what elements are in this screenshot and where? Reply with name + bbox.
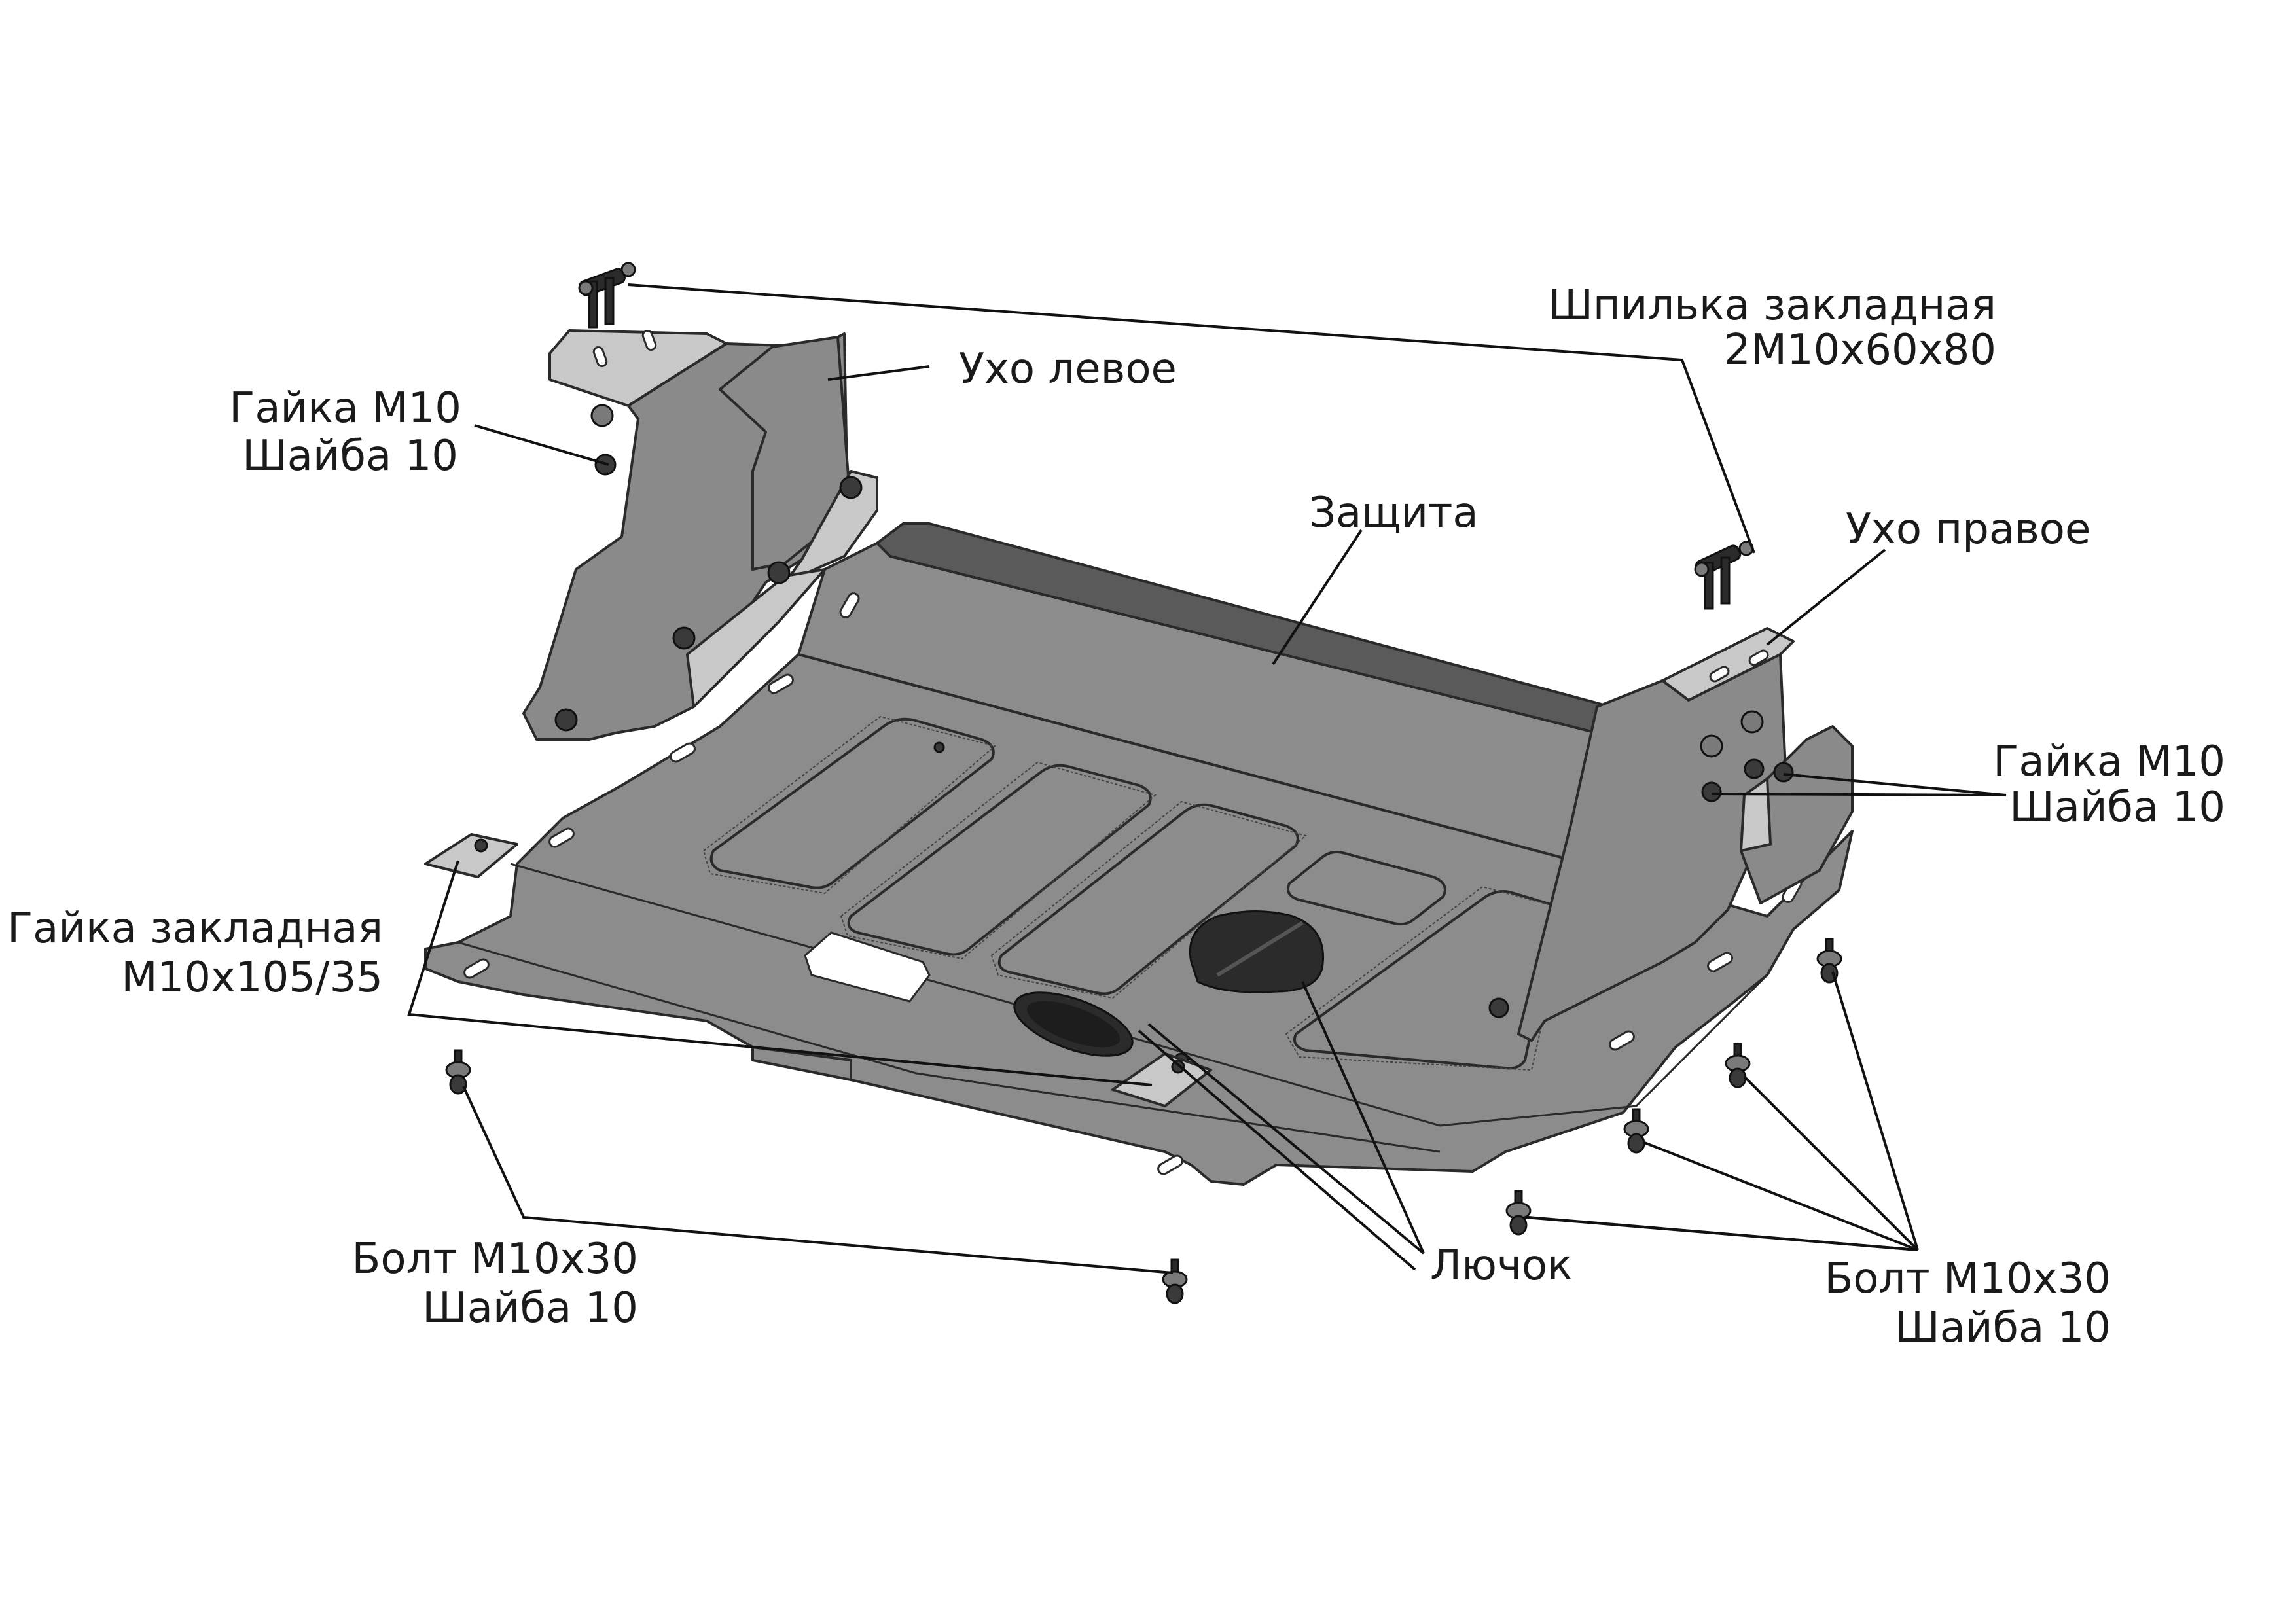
label-embedded-nut: Гайка закладная М10х105/35 — [7, 904, 383, 1002]
label-ear-left: Ухо левое — [959, 345, 1177, 393]
label-embedded-nut-line2: М10х105/35 — [121, 954, 383, 1002]
skid-plate-icon — [424, 522, 1854, 1186]
embedded-nut-icon — [424, 833, 1212, 1107]
label-nut-left-line1: Гайка М10 — [229, 384, 461, 433]
label-ear-right: Ухо правое — [1846, 505, 2090, 554]
label-nut-right-line1: Гайка М10 — [1993, 738, 2225, 786]
label-bolt-right-line1: Болт М10х30 — [1824, 1255, 2111, 1303]
label-bolt-left-line1: Болт М10х30 — [351, 1235, 638, 1283]
label-stud-line1: Шпилька закладная — [1548, 281, 1996, 330]
label-ear-left-line1: Ухо левое — [959, 345, 1177, 393]
hatch-cover-icon — [1013, 910, 1324, 1057]
ear-right-bracket-icon — [1517, 627, 1854, 1042]
label-nut-right: Гайка М10 Шайба 10 — [1993, 738, 2225, 832]
stud-icon — [1694, 541, 1754, 610]
label-bolt-left: Болт М10х30 Шайба 10 — [351, 1235, 638, 1332]
label-guard: Защита — [1309, 489, 1479, 537]
label-nut-right-line2: Шайба 10 — [2009, 783, 2225, 832]
label-embedded-nut-line1: Гайка закладная — [7, 904, 383, 953]
label-bolt-right-line2: Шайба 10 — [1895, 1304, 2111, 1352]
embossed-panels — [702, 715, 1569, 1071]
label-stud-line2: 2М10х60х80 — [1724, 326, 1996, 374]
label-bolt-left-line2: Шайба 10 — [422, 1284, 638, 1332]
ear-left-bracket-icon — [522, 329, 878, 741]
leader-lines — [407, 283, 2007, 1274]
stud-icon — [578, 262, 636, 329]
label-ear-right-line1: Ухо правое — [1846, 505, 2090, 554]
label-hatch-line1: Лючок — [1430, 1241, 1573, 1290]
label-stud: Шпилька закладная 2М10х60х80 — [1548, 281, 1996, 374]
label-bolt-right: Болт М10х30 Шайба 10 — [1824, 1255, 2111, 1352]
bolt-icon — [445, 938, 1842, 1304]
label-hatch: Лючок — [1430, 1241, 1573, 1290]
label-nut-left: Гайка М10 Шайба 10 — [229, 384, 461, 480]
label-guard-line1: Защита — [1309, 489, 1479, 537]
label-nut-left-line2: Шайба 10 — [242, 432, 458, 480]
